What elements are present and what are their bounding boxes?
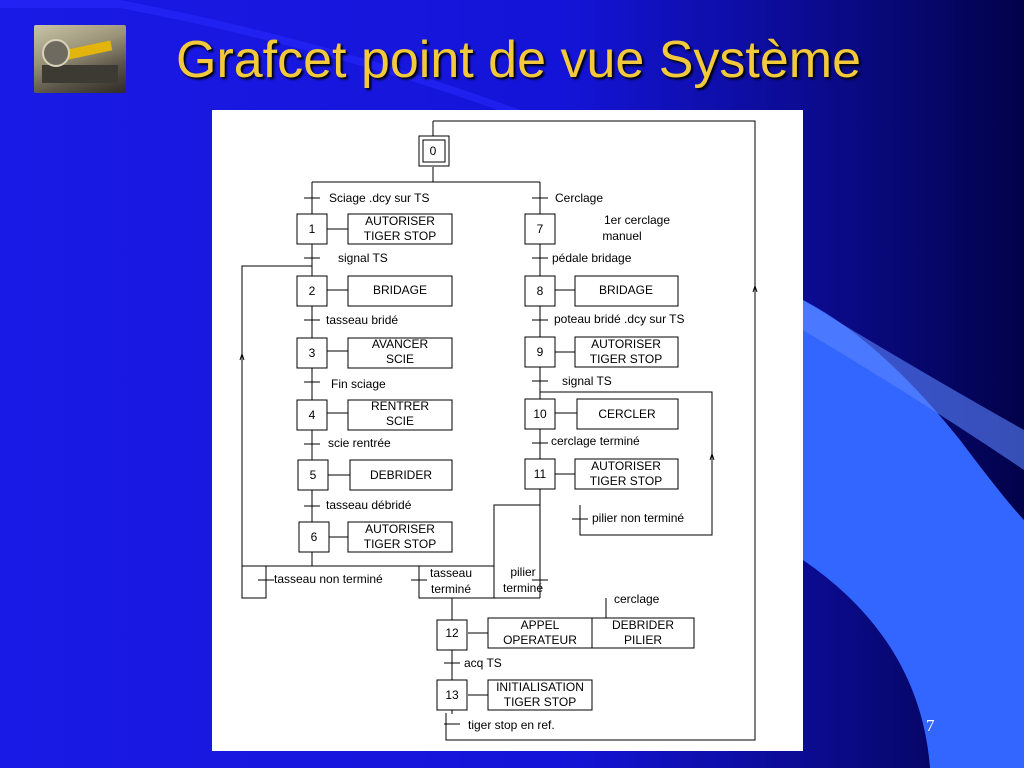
step-6 bbox=[298, 521, 330, 553]
action-label: SCIE bbox=[386, 352, 414, 366]
transition-label: scie rentrée bbox=[328, 436, 391, 450]
transition-label: terminé bbox=[503, 581, 543, 595]
step-5 bbox=[297, 459, 329, 491]
slide-title: Grafcet point de vue Système bbox=[176, 31, 862, 89]
step-12 bbox=[436, 619, 468, 651]
action-label: APPEL bbox=[521, 618, 560, 632]
step-7 bbox=[524, 213, 556, 245]
action-label: PILIER bbox=[624, 633, 662, 647]
action-label: RENTRER bbox=[371, 399, 429, 413]
transition-label: Fin sciage bbox=[331, 377, 386, 391]
action-label: TIGER STOP bbox=[590, 474, 662, 488]
step-number: 10 bbox=[533, 407, 547, 421]
action-box-4 bbox=[347, 399, 453, 431]
saw-machine-photo bbox=[34, 25, 126, 93]
grafcet-links bbox=[239, 120, 758, 741]
grafcet-panel: 0 1 2 3 4 5 6 7 8 9 10 11 12 13 AUTORISE… bbox=[212, 110, 803, 751]
transition-label: tasseau bridé bbox=[326, 313, 398, 327]
action-box-8 bbox=[574, 275, 679, 307]
transition-label: pilier non terminé bbox=[592, 511, 684, 525]
action-box-10 bbox=[576, 398, 679, 430]
transition-label: pilier bbox=[510, 565, 535, 579]
step-2 bbox=[296, 275, 328, 307]
transition-label: tasseau bbox=[430, 566, 472, 580]
action-label: OPERATEUR bbox=[503, 633, 577, 647]
transition-label: cerclage bbox=[614, 592, 660, 606]
action-label: TIGER STOP bbox=[590, 352, 662, 366]
step-number: 9 bbox=[537, 345, 544, 359]
step-4 bbox=[296, 399, 328, 431]
action-box-5 bbox=[349, 459, 453, 491]
step-1 bbox=[296, 213, 328, 245]
grafcet-diagram: 0 1 2 3 4 5 6 7 8 9 10 11 12 13 AUTORISE… bbox=[239, 120, 758, 741]
step-number: 12 bbox=[445, 626, 459, 640]
transition-label: cerclage terminé bbox=[551, 434, 640, 448]
action-label: DEBRIDER bbox=[612, 618, 674, 632]
step-8 bbox=[524, 275, 556, 307]
transition-label: Cerclage bbox=[555, 191, 603, 205]
action-label: AUTORISER bbox=[365, 214, 435, 228]
action-box-12b bbox=[591, 617, 695, 649]
action-box-12a bbox=[487, 617, 593, 649]
step-number: 13 bbox=[445, 688, 459, 702]
transition-label: Sciage .dcy sur TS bbox=[329, 191, 430, 205]
step-9 bbox=[524, 336, 556, 368]
page-number: 7 bbox=[926, 716, 935, 735]
transition-label: tasseau débridé bbox=[326, 498, 412, 512]
transition-label: acq TS bbox=[464, 656, 502, 670]
action-label: BRIDAGE bbox=[599, 283, 653, 297]
action-label: BRIDAGE bbox=[373, 283, 427, 297]
action-box-1 bbox=[347, 213, 453, 245]
step-number: 11 bbox=[534, 467, 547, 481]
step-number: 8 bbox=[537, 284, 544, 298]
transition-label: signal TS bbox=[338, 251, 388, 265]
action-label: INITIALISATION bbox=[496, 680, 584, 694]
action-label: AVANCER bbox=[372, 337, 429, 351]
step-number: 0 bbox=[430, 144, 437, 158]
action-label: TIGER STOP bbox=[364, 229, 436, 243]
action-box-3 bbox=[347, 337, 453, 369]
transition-label: tiger stop en ref. bbox=[468, 718, 555, 732]
action-label: AUTORISER bbox=[365, 522, 435, 536]
transition-label: poteau bridé .dcy sur TS bbox=[554, 312, 685, 326]
action-box-9 bbox=[574, 336, 679, 368]
transition-label: tasseau non terminé bbox=[274, 572, 383, 586]
transition-label: pédale bridage bbox=[552, 251, 632, 265]
action-box-13 bbox=[487, 679, 593, 711]
step-10 bbox=[524, 398, 556, 430]
step-number: 1 bbox=[309, 222, 316, 236]
step-number: 5 bbox=[310, 468, 317, 482]
step-number: 7 bbox=[537, 222, 544, 236]
action-label: AUTORISER bbox=[591, 459, 661, 473]
action-box-11 bbox=[574, 458, 679, 490]
step-13 bbox=[436, 679, 468, 711]
action-label: DEBRIDER bbox=[370, 468, 432, 482]
action-label: AUTORISER bbox=[591, 337, 661, 351]
step-11 bbox=[524, 458, 556, 490]
step-3 bbox=[296, 337, 328, 369]
step-number: 2 bbox=[309, 284, 316, 298]
action-label: SCIE bbox=[386, 414, 414, 428]
step-0-inner bbox=[422, 139, 446, 163]
action-label: TIGER STOP bbox=[504, 695, 576, 709]
transition-label: signal TS bbox=[562, 374, 612, 388]
step-note: manuel bbox=[602, 229, 641, 243]
transition-label: terminé bbox=[431, 582, 471, 596]
step-note: 1er cerclage bbox=[604, 213, 670, 227]
action-box-2 bbox=[347, 275, 453, 307]
step-number: 4 bbox=[309, 408, 316, 422]
step-number: 3 bbox=[309, 346, 316, 360]
action-label: TIGER STOP bbox=[364, 537, 436, 551]
action-box-6 bbox=[347, 521, 453, 553]
action-label: CERCLER bbox=[598, 407, 656, 421]
step-number: 6 bbox=[311, 530, 318, 544]
